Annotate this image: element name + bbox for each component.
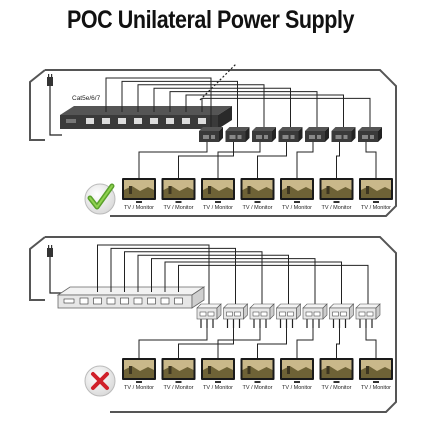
tv-monitor: TV / Monitor [240,358,275,391]
top-wires [105,77,377,178]
tv-monitor: TV / Monitor [161,358,196,391]
tv-monitor: TV / Monitor [280,178,314,211]
poc-receiver [225,127,250,142]
bottom-wires [97,244,377,358]
bottom-panel: TV / Monitor TV / Monitor TV / Monitor TV /… [29,236,397,413]
bottom-frame [29,236,397,413]
tv-label: TV / Monitor [361,385,391,391]
tv-label: TV / Monitor [124,385,154,391]
tv-monitor: TV / Monitor [201,178,235,211]
tv-label: TV / Monitor [164,205,194,211]
switch-port [102,118,110,124]
poc-receiver [328,303,355,320]
switch-port [166,118,174,124]
check-mark-icon [84,183,116,215]
poe-switch [60,106,232,129]
poc-receiver [302,303,328,320]
cable-label: Cat5e/6/7 [72,95,101,102]
tv-label: TV / Monitor [203,205,233,211]
tv-monitor: TV / Monitor [122,358,156,391]
tv-label: TV / Monitor [164,385,194,391]
poc-receiver [358,127,382,142]
tv-monitor: TV / Monitor [319,178,354,211]
switch-port [160,297,170,305]
tv-monitor: TV / Monitor [359,178,393,211]
tv-monitor: TV / Monitor [122,178,156,211]
tv-label: TV / Monitor [203,385,233,391]
top-receivers [199,127,382,142]
poc-receiver [196,303,222,320]
tv-label: TV / Monitor [322,385,352,391]
tv-monitor: TV / Monitor [280,358,314,391]
poc-receiver [199,127,223,142]
poc-receiver [275,303,302,320]
switch-port [147,297,156,305]
switch-port [93,297,102,305]
non-poe-switch [56,286,206,309]
switch-port [134,118,142,124]
tv-label: TV / Monitor [282,385,312,391]
x-mark-icon [84,365,116,397]
power-adapter-icon [47,74,62,136]
poc-receiver [355,303,381,320]
switch-port [182,118,190,124]
top-frame [29,69,397,217]
switch-port [86,118,94,124]
switch-port [174,297,183,305]
poc-receiver [249,303,275,320]
poc-receiver [305,127,329,142]
page-title: POC Unilateral Power Supply [66,6,355,34]
tv-label: TV / Monitor [243,205,273,211]
switch-port [133,297,143,305]
tv-label: TV / Monitor [282,205,312,211]
switch-port [118,118,126,124]
tv-monitor: TV / Monitor [359,358,393,391]
bottom-receivers [196,303,381,320]
uplink-dashed-line [199,63,237,101]
bottom-tv-row: TV / Monitor TV / Monitor TV / Monitor TV /… [122,358,393,391]
poc-receiver [278,127,303,142]
switch-port [150,118,158,124]
tv-monitor: TV / Monitor [201,358,235,391]
switch-port [120,297,129,305]
tv-label: TV / Monitor [243,385,273,391]
poc-receiver [252,127,276,142]
tv-label: TV / Monitor [124,205,154,211]
tv-label: TV / Monitor [322,205,352,211]
poc-receiver [222,303,249,320]
switch-port [198,118,206,124]
switch-port [79,297,89,305]
tv-monitor: TV / Monitor [319,358,354,391]
tv-monitor: TV / Monitor [240,178,275,211]
top-tv-row: TV / Monitor TV / Monitor TV / Monitor TV /… [122,178,393,211]
power-adapter-icon [47,245,62,294]
poc-receiver [331,127,356,142]
tv-monitor: TV / Monitor [161,178,196,211]
switch-port [106,297,116,305]
tv-label: TV / Monitor [361,205,391,211]
